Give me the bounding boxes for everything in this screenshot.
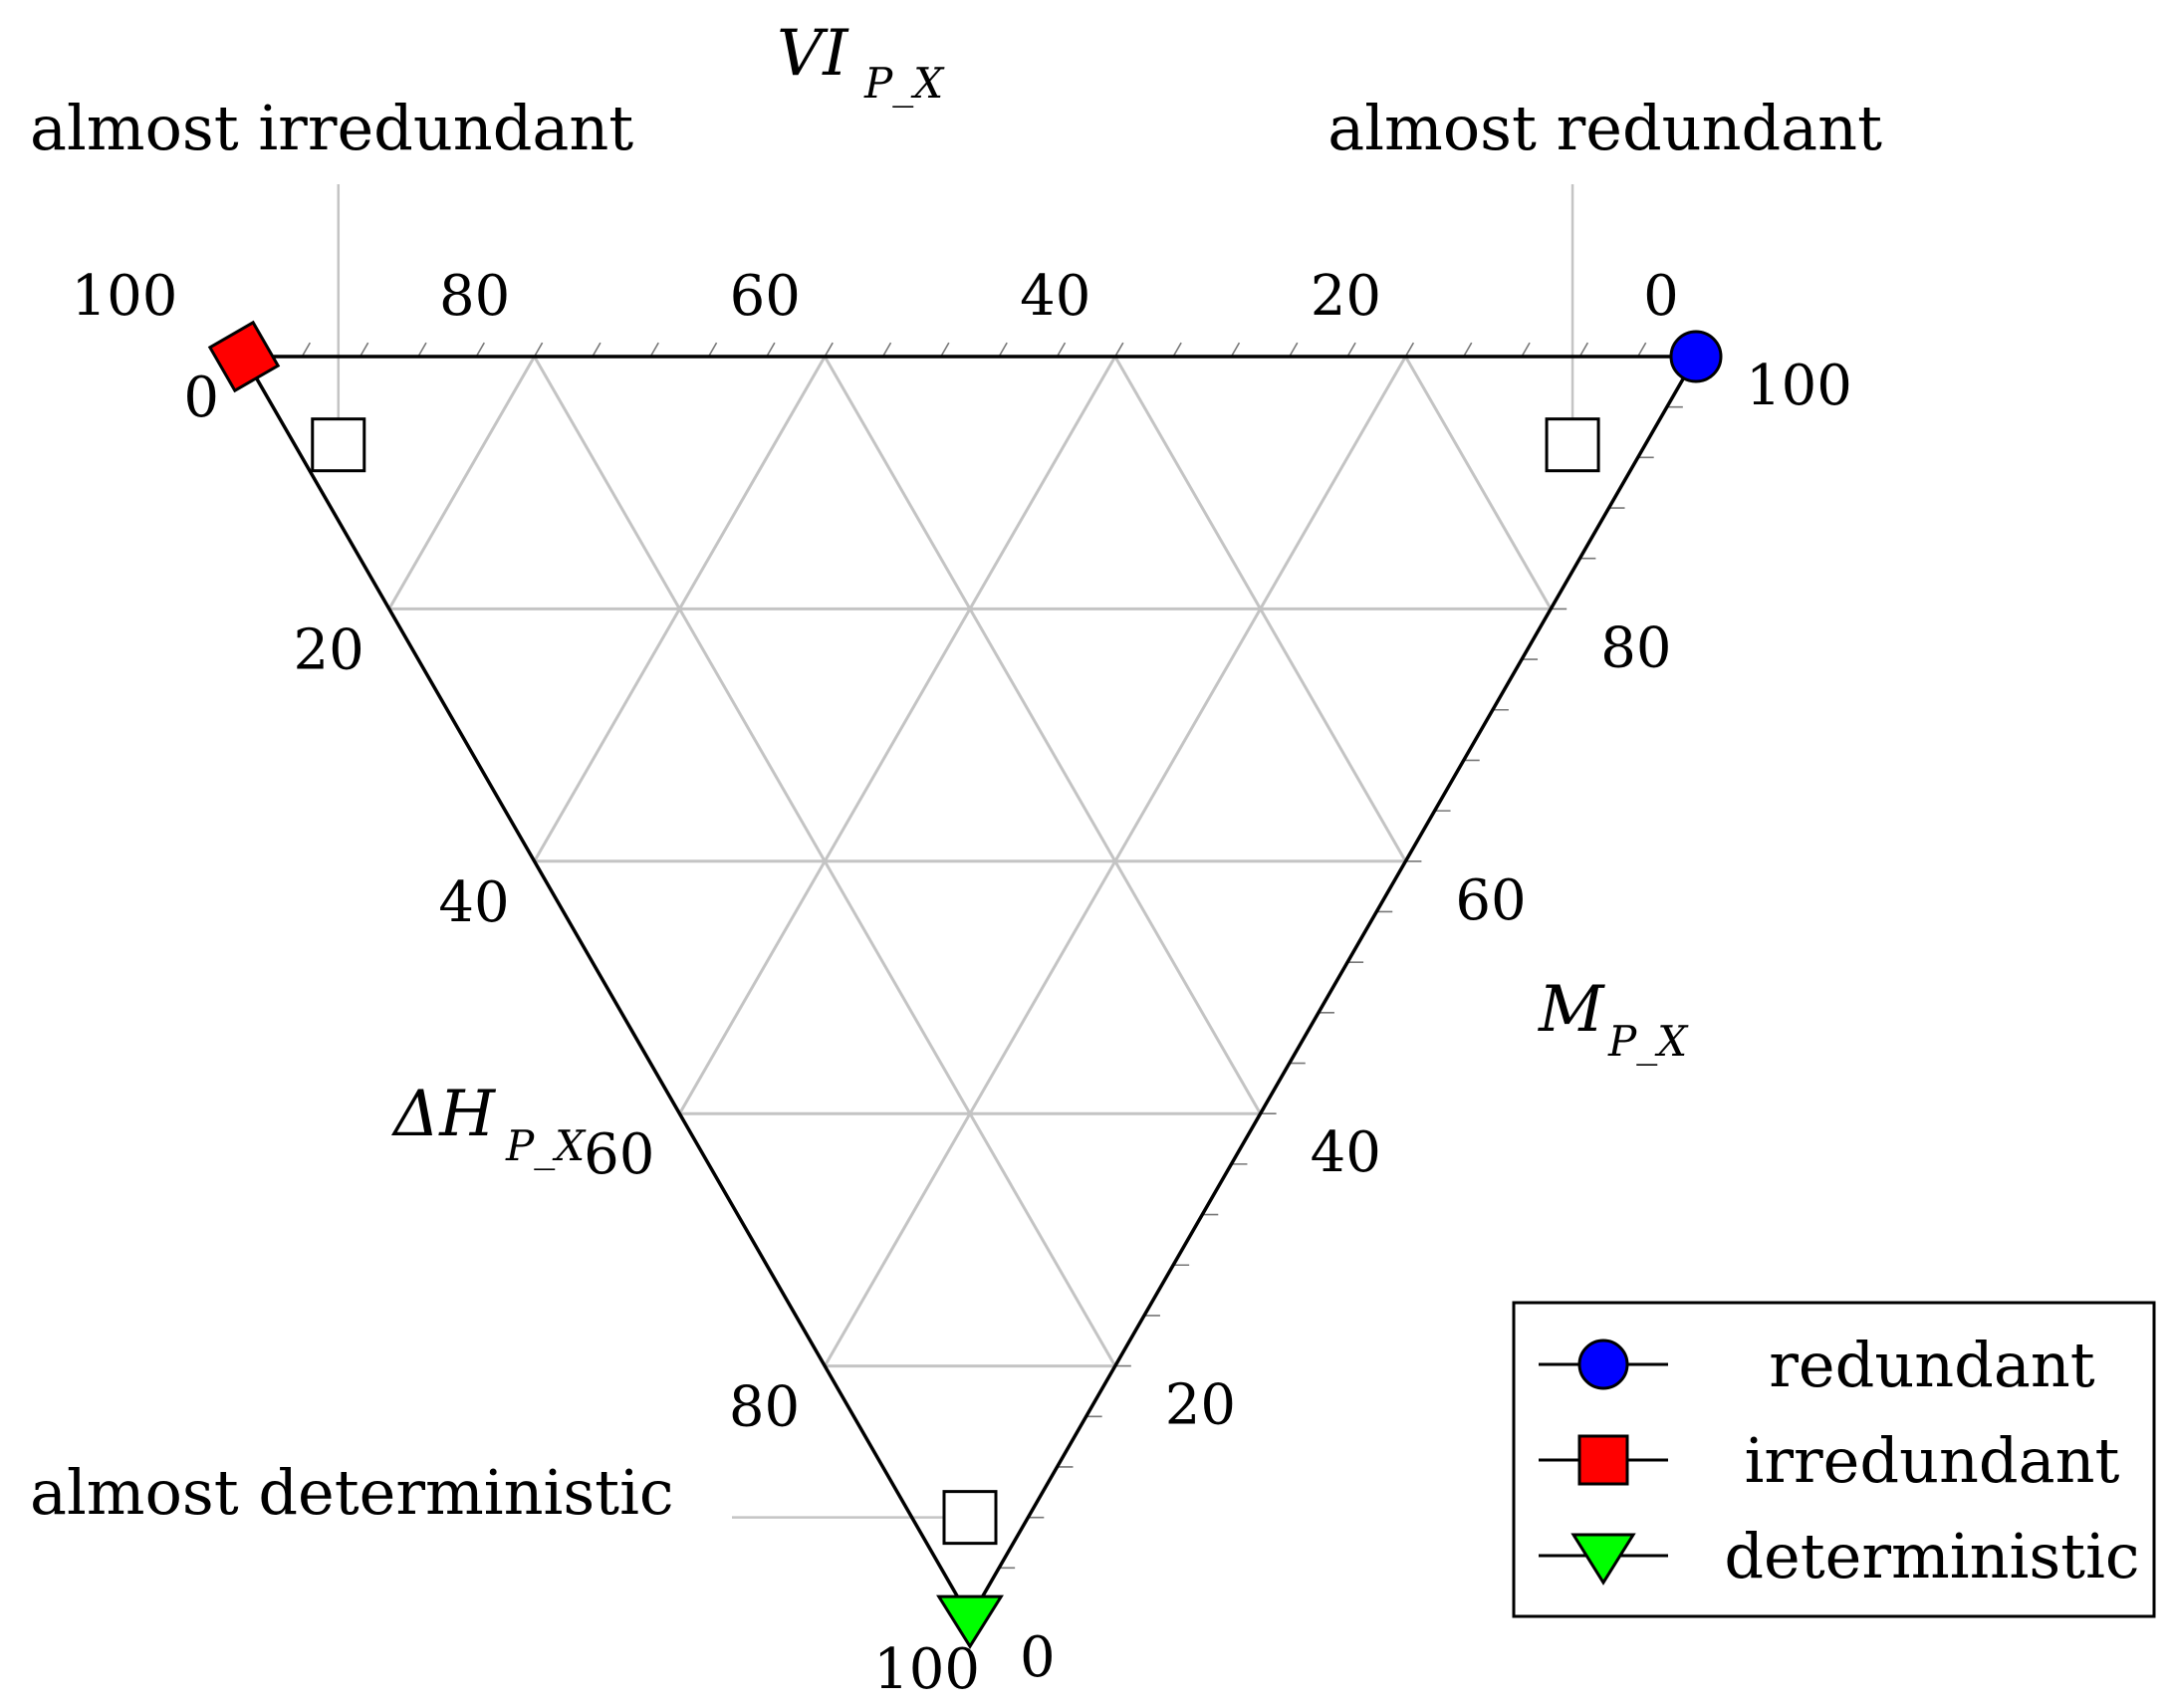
annotations: almost irredundant almost redundant almost… [30, 92, 1882, 1546]
tick-label-left: 80 [729, 1375, 800, 1440]
axis-tick [766, 342, 776, 358]
axis-tick [881, 342, 892, 358]
axis-tick [1230, 342, 1241, 358]
grid-line-vi [678, 356, 1117, 1114]
tick-label-left: 20 [294, 617, 364, 682]
annotation-marker [942, 1490, 998, 1546]
axis-tick [1289, 342, 1299, 358]
tick-label-left: 100 [873, 1637, 980, 1702]
annotation-label: almost deterministic [30, 1456, 674, 1529]
marker-irredundant [207, 320, 281, 393]
annotation-label: almost redundant [1327, 92, 1882, 164]
legend-label: redundant [1769, 1329, 2094, 1401]
tick-label-right: 0 [1020, 1625, 1056, 1690]
annotation-leaders [337, 184, 1574, 1519]
legend-entry: deterministic [1539, 1520, 2140, 1592]
legend-entry: redundant [1539, 1329, 2095, 1401]
legend-label: irredundant [1745, 1424, 2120, 1497]
axis-label-top: VI P_X [777, 17, 945, 108]
tick-label-left: 60 [584, 1122, 654, 1187]
series-markers [207, 320, 1723, 1649]
grid-lines [387, 356, 1553, 1368]
axis-label-subscript: P_X [1607, 1017, 1689, 1066]
axis-tick [1636, 342, 1647, 358]
legend-marker-redundant [1577, 1339, 1629, 1390]
axis-tick [533, 342, 544, 358]
legend-label: deterministic [1724, 1520, 2139, 1592]
axis-tick [940, 342, 950, 358]
axis-tick [1463, 342, 1473, 358]
axis-tick [417, 342, 427, 358]
axis-tick [359, 342, 369, 358]
tick-label-left: 40 [438, 870, 509, 935]
tick-label-top: 0 [1643, 264, 1679, 329]
grid-line-m [1404, 356, 1553, 610]
axis-label-main: VI [777, 17, 849, 91]
axis-tick [824, 342, 834, 358]
tick-label-top: 100 [72, 264, 178, 329]
axis-tick [1578, 342, 1589, 358]
axis-tick [1114, 342, 1124, 358]
triangle-frame [240, 355, 1700, 1622]
legend-marker-deterministic [1570, 1533, 1636, 1586]
axis-label-main: ΔH [390, 1078, 496, 1151]
tick-label-right: 40 [1311, 1120, 1381, 1185]
annotation-label: almost irredundant [30, 92, 633, 164]
annotation-marker [1545, 417, 1600, 473]
legend-marker-irredundant [1577, 1434, 1629, 1486]
axis-ticks [235, 342, 1712, 1619]
legend-entry: irredundant [1539, 1424, 2120, 1497]
annotation-marker [311, 417, 366, 473]
marker-deterministic [936, 1594, 1004, 1649]
tick-label-top: 20 [1311, 264, 1381, 329]
axis-label-subscript: P_X [863, 59, 945, 108]
axis-tick [707, 342, 718, 358]
axis-tick [1521, 342, 1531, 358]
axis-tick [1404, 342, 1415, 358]
axis-tick [998, 342, 1008, 358]
tick-label-left: 0 [183, 366, 219, 430]
tick-label-right: 20 [1165, 1373, 1236, 1438]
axis-label-subscript: P_X [505, 1121, 587, 1170]
axis-label-main: M [1538, 973, 1605, 1047]
legend: redundant irredundant deterministic [1512, 1301, 2156, 1618]
grid-line-m [823, 356, 1262, 1114]
tick-label-top: 40 [1020, 264, 1090, 329]
tick-label-top: 80 [439, 264, 510, 329]
tick-label-right: 80 [1600, 615, 1671, 680]
axis-tick [1172, 342, 1182, 358]
marker-redundant [1669, 330, 1723, 383]
grid-line-vi [387, 356, 536, 610]
axis-tick [1056, 342, 1067, 358]
grid-line-vi [533, 356, 827, 862]
tick-label-top: 60 [730, 264, 801, 329]
tick-label-right: 60 [1455, 868, 1526, 933]
axis-tick [1346, 342, 1356, 358]
axis-tick [475, 342, 485, 358]
axis-tick [649, 342, 659, 358]
tick-label-right: 100 [1746, 354, 1852, 418]
axis-tick [301, 342, 312, 358]
axis-tick [592, 342, 602, 358]
grid-line-m [1113, 356, 1407, 862]
